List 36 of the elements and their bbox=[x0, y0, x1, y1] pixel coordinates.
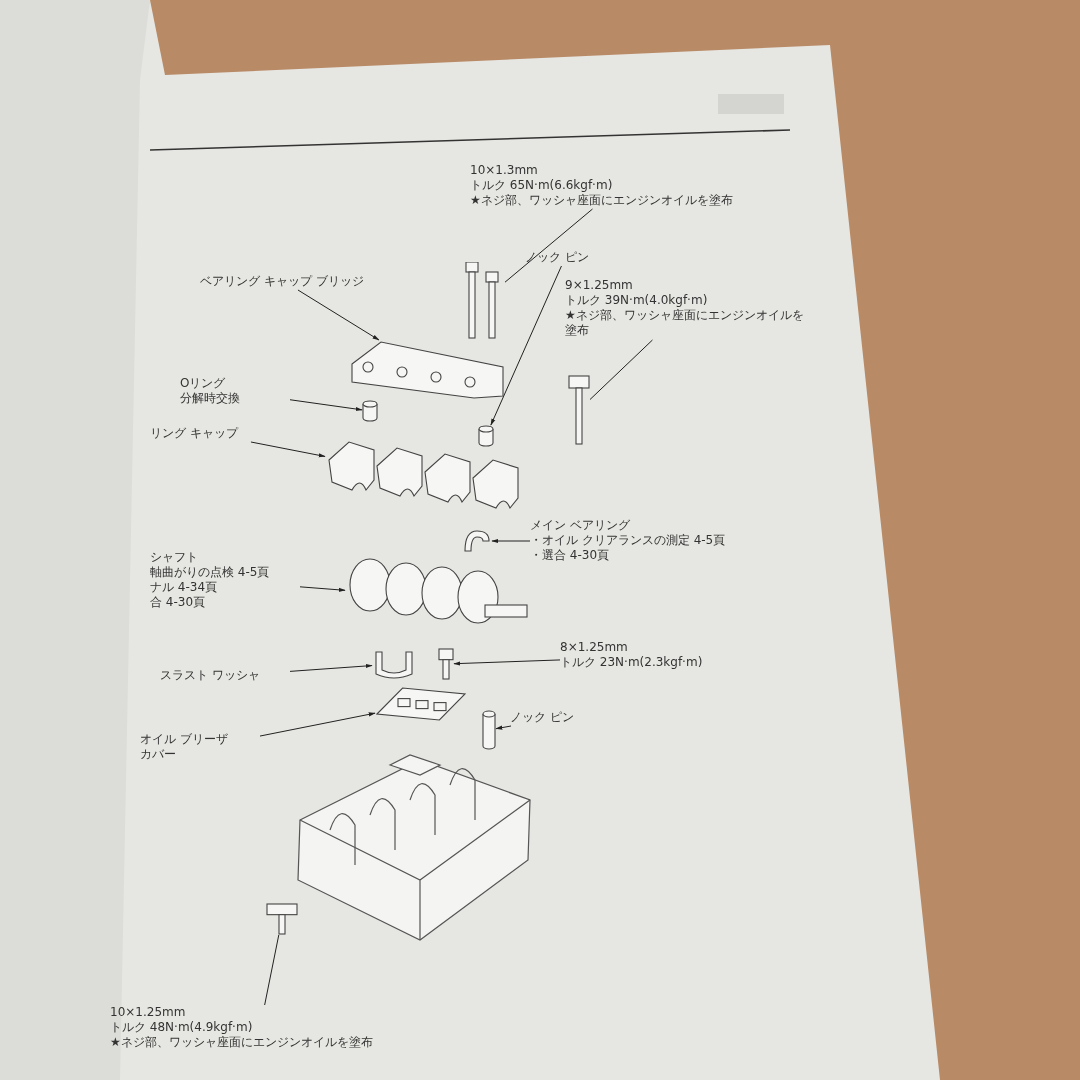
leader-line bbox=[264, 934, 280, 1006]
leader-line bbox=[491, 538, 531, 544]
dowel-pin-drawing bbox=[478, 425, 494, 447]
bolt-drawing bbox=[568, 375, 590, 445]
callout-text: スラスト ワッシャ bbox=[160, 668, 290, 684]
callout-text: 9×1.25mm トルク 39N·m(4.0kgf·m) ★ネジ部、ワッシャ座面にエンジンオイルを塗布 bbox=[565, 278, 805, 340]
callout-text: 8×1.25mm トルク 23N·m(2.3kgf·m) bbox=[560, 640, 780, 672]
dowel-pin-drawing bbox=[482, 710, 496, 750]
callout-text: 10×1.25mm トルク 48N·m(4.9kgf·m) ★ネジ部、ワッシャ座面にエンジンオイルを塗布 bbox=[110, 1005, 410, 1051]
leader-line bbox=[589, 339, 653, 400]
o-ring-drawing bbox=[362, 400, 378, 422]
thrust-washer-drawing bbox=[372, 648, 416, 680]
leader-line bbox=[453, 659, 561, 666]
bearing-shell-drawing bbox=[462, 528, 492, 554]
callout-text: 10×1.3mm トルク 65N·m(6.6kgf·m) ★ネジ部、ワッシャ座面にエンジンオイルを塗布 bbox=[470, 163, 770, 209]
leader-line bbox=[289, 663, 373, 672]
bolt-drawing bbox=[438, 648, 454, 680]
cap-bridge-drawing bbox=[350, 340, 505, 400]
leader-line bbox=[504, 208, 593, 283]
callout-text: Oリング 分解時交換 bbox=[180, 376, 290, 408]
leader-line bbox=[297, 289, 380, 341]
leader-line bbox=[495, 725, 512, 730]
leader-line bbox=[299, 586, 346, 592]
breather-cover-drawing bbox=[375, 686, 467, 722]
leader-line bbox=[490, 265, 562, 426]
callout-text: ノック ピン bbox=[525, 250, 605, 266]
callout-text: メイン ベアリング ・オイル クリアランスの測定 4-5頁 ・選合 4-30頁 bbox=[530, 518, 830, 564]
callout-text: ベアリング キャップ ブリッジ bbox=[200, 274, 370, 290]
callout-text: オイル ブリーザ カバー bbox=[140, 732, 260, 764]
bolt-drawing bbox=[266, 903, 298, 935]
leader-line bbox=[289, 399, 363, 412]
callout-text: リング キャップ bbox=[150, 426, 270, 442]
callout-text: シャフト 軸曲がりの点検 4-5頁 ナル 4-34頁 合 4-30頁 bbox=[150, 550, 300, 612]
leader-line bbox=[250, 441, 326, 458]
callout-text: ノック ピン bbox=[510, 710, 600, 726]
leader-line bbox=[259, 712, 376, 737]
